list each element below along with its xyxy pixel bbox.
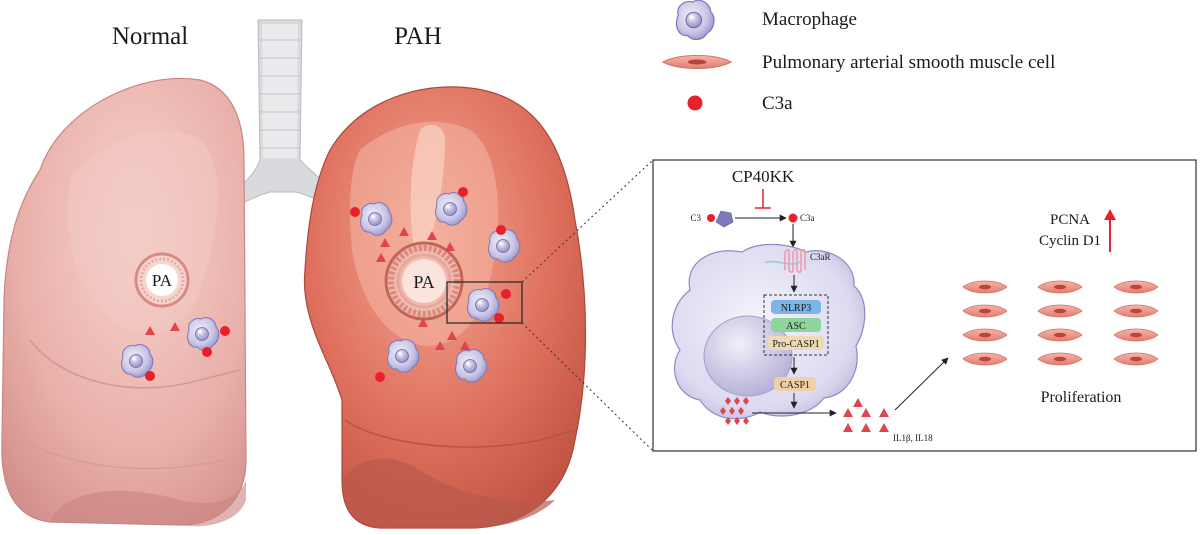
trachea: [231, 19, 339, 213]
c3ar-receptor-icon: [784, 248, 806, 274]
c3a-dot: [350, 207, 360, 217]
c3a-dot: [458, 187, 468, 197]
c3a-dot: [494, 313, 504, 323]
cytokines-label: IL1β, IL18: [893, 433, 933, 443]
legend: Macrophage Pulmonary arterial smooth mus…: [662, 0, 1055, 114]
legend-macrophage-label: Macrophage: [762, 9, 857, 30]
zoom-line-bottom: [521, 322, 654, 452]
pa-vessel-pah: PA: [384, 241, 464, 321]
pah-lung: [303, 86, 587, 529]
c3a-dot: [501, 289, 511, 299]
normal-lung-cells: [121, 317, 230, 381]
pa-label-normal: PA: [152, 271, 173, 290]
casp1-box: [774, 377, 816, 391]
proliferation-arrow: [894, 357, 949, 411]
nlrp3-label: NLRP3: [781, 303, 812, 314]
legend-c3a-label: C3a: [762, 93, 793, 114]
cyclin-label: Cyclin D1: [1039, 233, 1101, 249]
c3a-product-dot: [788, 213, 798, 223]
c3a-dot: [202, 347, 212, 357]
c3a-dot: [145, 371, 155, 381]
c3a-dot: [496, 225, 506, 235]
casp1-label: CASP1: [780, 380, 810, 391]
c3a-product-label: C3a: [800, 213, 815, 223]
c3ar-label: C3aR: [810, 252, 831, 262]
pro-cytokine-diamonds: [720, 397, 749, 425]
c3-label: C3: [690, 213, 701, 223]
pah-heading: PAH: [394, 23, 442, 50]
inhibitor-label: CP40KK: [732, 167, 795, 186]
pa-vessel-normal: PA: [134, 252, 190, 308]
asc-label: ASC: [786, 321, 806, 332]
proliferation-label: Proliferation: [1041, 389, 1122, 406]
c3-convertase-icon: [715, 210, 734, 228]
inflammasome-box: [763, 294, 829, 356]
macrophage-nucleus: [703, 315, 793, 397]
asc-box: [771, 318, 821, 332]
legend-c3a-dot: [687, 95, 703, 111]
legend-macrophage-icon: [675, 0, 715, 41]
c3a-dot: [375, 372, 385, 382]
pcna-label: PCNA: [1050, 212, 1090, 228]
zoom-region-box: [446, 281, 523, 324]
legend-smc-label: Pulmonary arterial smooth muscle cell: [762, 52, 1055, 73]
upregulation-arrow-head: [1104, 209, 1116, 220]
pathway-panel: CP40KK C3 C3a C3aR NLRP3 ASC Pro-CASP: [652, 159, 1197, 452]
c3-dot: [707, 214, 715, 222]
nlrp3-box: [771, 300, 821, 314]
normal-lung: [1, 77, 247, 527]
legend-smc-icon: [662, 54, 732, 70]
normal-heading: Normal: [112, 23, 188, 50]
c3a-dot: [220, 326, 230, 336]
pah-lung-cells: [350, 187, 521, 383]
pa-label-pah: PA: [413, 272, 434, 292]
pro-casp1-label: Pro-CASP1: [772, 339, 819, 350]
pro-casp1-box: [768, 336, 824, 350]
